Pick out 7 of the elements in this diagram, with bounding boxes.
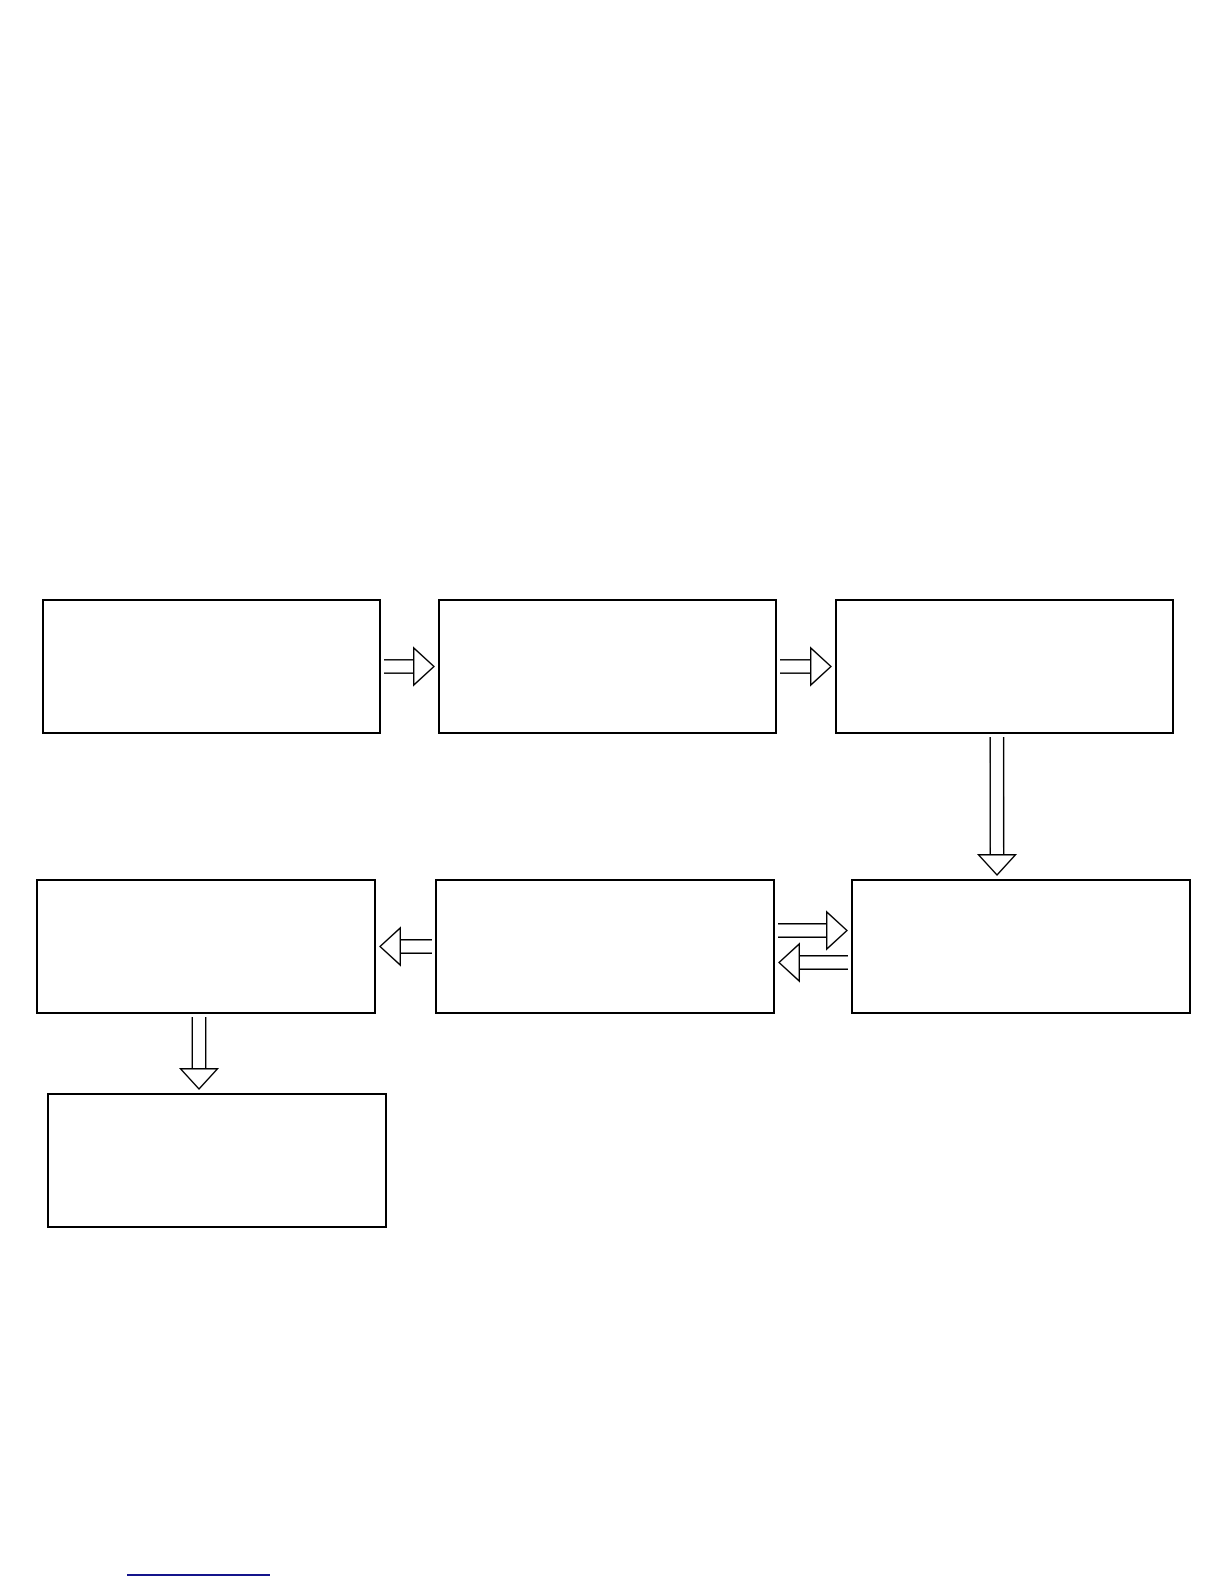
box	[36, 879, 376, 1014]
box	[835, 599, 1174, 734]
box	[438, 599, 777, 734]
box	[47, 1093, 387, 1228]
box	[851, 879, 1191, 1014]
box	[42, 599, 381, 734]
box	[435, 879, 775, 1014]
